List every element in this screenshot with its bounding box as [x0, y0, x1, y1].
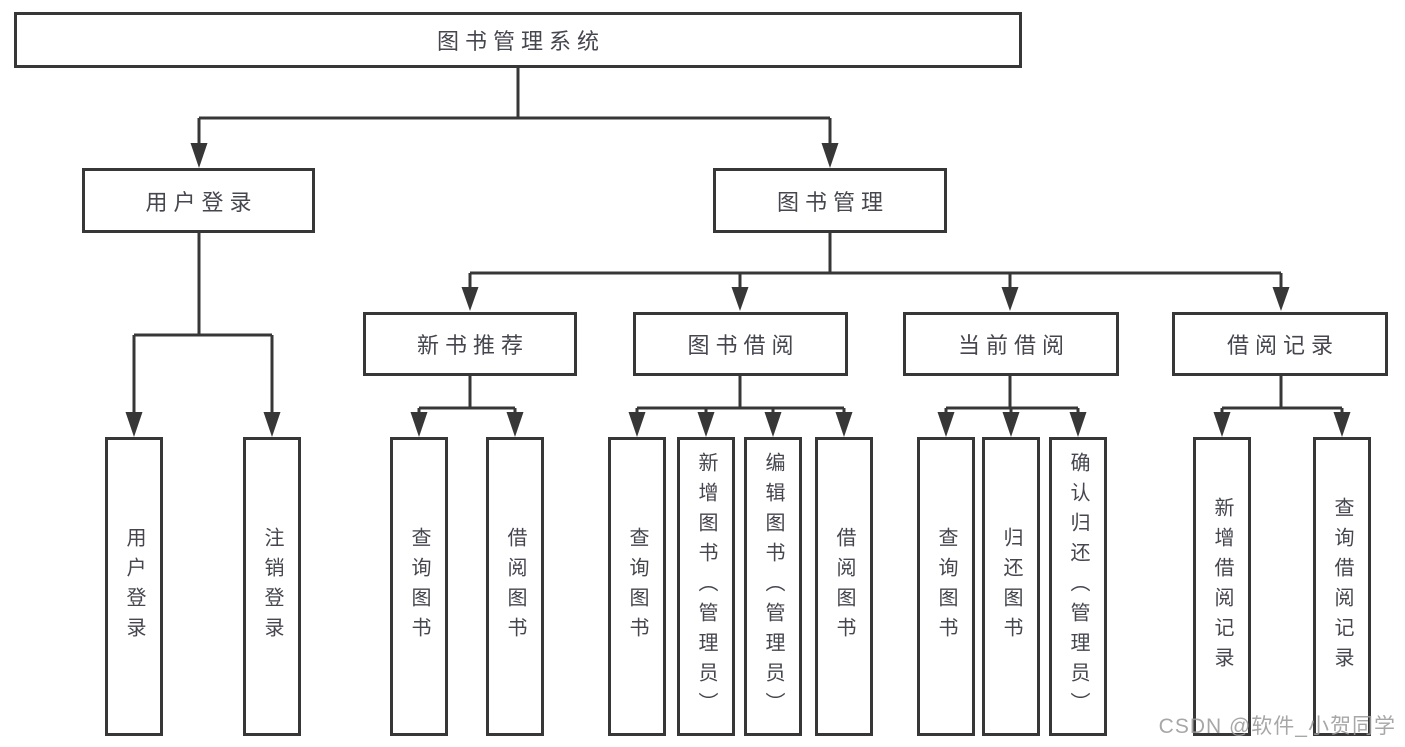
node-root-label: 图书管理系统 — [436, 29, 605, 54]
leaf-add-borrow-record-label: 新增借阅记录 — [1211, 496, 1233, 677]
leaf-query-borrow-record: 查询借阅记录 — [1313, 437, 1371, 736]
leaf-logout-label: 注销登录 — [261, 526, 283, 647]
leaf-add-borrow-record: 新增借阅记录 — [1193, 437, 1251, 736]
node-user-login-label: 用户登录 — [145, 189, 258, 215]
leaf-user-login-label: 用户登录 — [123, 526, 145, 647]
node-book-borrow-label: 图书借阅 — [687, 333, 800, 358]
node-user-login: 用户登录 — [82, 168, 315, 233]
leaf-query-book-3-label: 查询图书 — [935, 526, 957, 647]
leaf-borrow-book-2: 借阅图书 — [815, 437, 873, 736]
leaf-confirm-return-admin-label: 确认归还（管理员） — [1067, 451, 1089, 722]
leaf-query-book-2-label: 查询图书 — [626, 526, 648, 647]
leaf-query-book-1: 查询图书 — [390, 437, 448, 736]
leaf-confirm-return-admin: 确认归还（管理员） — [1049, 437, 1107, 736]
leaf-query-book-2: 查询图书 — [608, 437, 666, 736]
leaf-add-book-admin: 新增图书（管理员） — [677, 437, 735, 736]
leaf-edit-book-admin: 编辑图书（管理员） — [744, 437, 802, 736]
leaf-edit-book-admin-label: 编辑图书（管理员） — [762, 451, 784, 722]
node-book-management-label: 图书管理 — [776, 189, 889, 215]
node-book-management: 图书管理 — [713, 168, 947, 233]
leaf-add-book-admin-label: 新增图书（管理员） — [695, 451, 717, 722]
node-current-borrow-label: 当前借阅 — [957, 333, 1070, 358]
leaf-query-book-1-label: 查询图书 — [408, 526, 430, 647]
leaf-user-login: 用户登录 — [105, 437, 163, 736]
csdn-watermark: CSDN @软件_小贺同学 — [1158, 715, 1396, 738]
node-book-borrow: 图书借阅 — [633, 312, 848, 376]
node-new-book-recommend: 新书推荐 — [363, 312, 577, 376]
leaf-return-book-label: 归还图书 — [1000, 526, 1022, 647]
leaf-borrow-book-1: 借阅图书 — [486, 437, 544, 736]
leaf-query-book-3: 查询图书 — [917, 437, 975, 736]
leaf-borrow-book-1-label: 借阅图书 — [504, 526, 526, 647]
leaf-borrow-book-2-label: 借阅图书 — [833, 526, 855, 647]
node-new-book-recommend-label: 新书推荐 — [416, 333, 529, 358]
node-root: 图书管理系统 — [14, 12, 1022, 68]
node-borrow-records-label: 借阅记录 — [1226, 333, 1339, 358]
node-borrow-records: 借阅记录 — [1172, 312, 1388, 376]
leaf-query-borrow-record-label: 查询借阅记录 — [1331, 496, 1353, 677]
leaf-return-book: 归还图书 — [982, 437, 1040, 736]
node-current-borrow: 当前借阅 — [903, 312, 1119, 376]
leaf-logout: 注销登录 — [243, 437, 301, 736]
